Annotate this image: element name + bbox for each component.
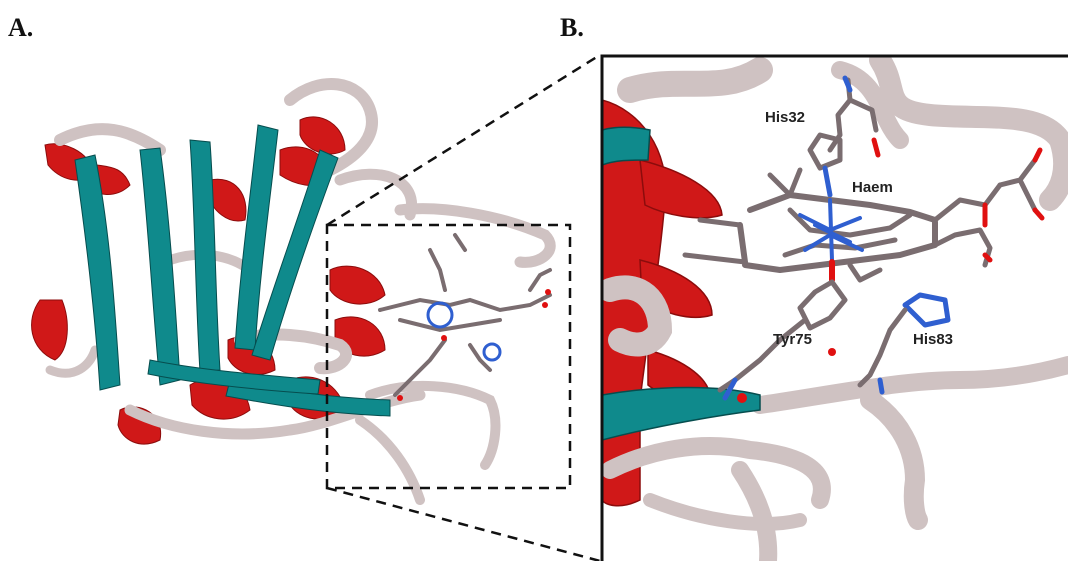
panel-a-cartoon bbox=[32, 84, 570, 500]
panel-b-label: B. bbox=[560, 13, 584, 42]
label-his83: His83 bbox=[913, 331, 953, 348]
label-tyr75: Tyr75 bbox=[773, 331, 812, 348]
coil-loops bbox=[50, 84, 550, 500]
label-haem: Haem bbox=[852, 179, 893, 196]
zoom-line-bottom bbox=[327, 488, 600, 561]
label-his32: His32 bbox=[765, 109, 805, 126]
panel-b-zoom: His32 Haem Tyr75 His83 bbox=[602, 56, 1068, 561]
panel-a-label: A. bbox=[8, 13, 33, 42]
